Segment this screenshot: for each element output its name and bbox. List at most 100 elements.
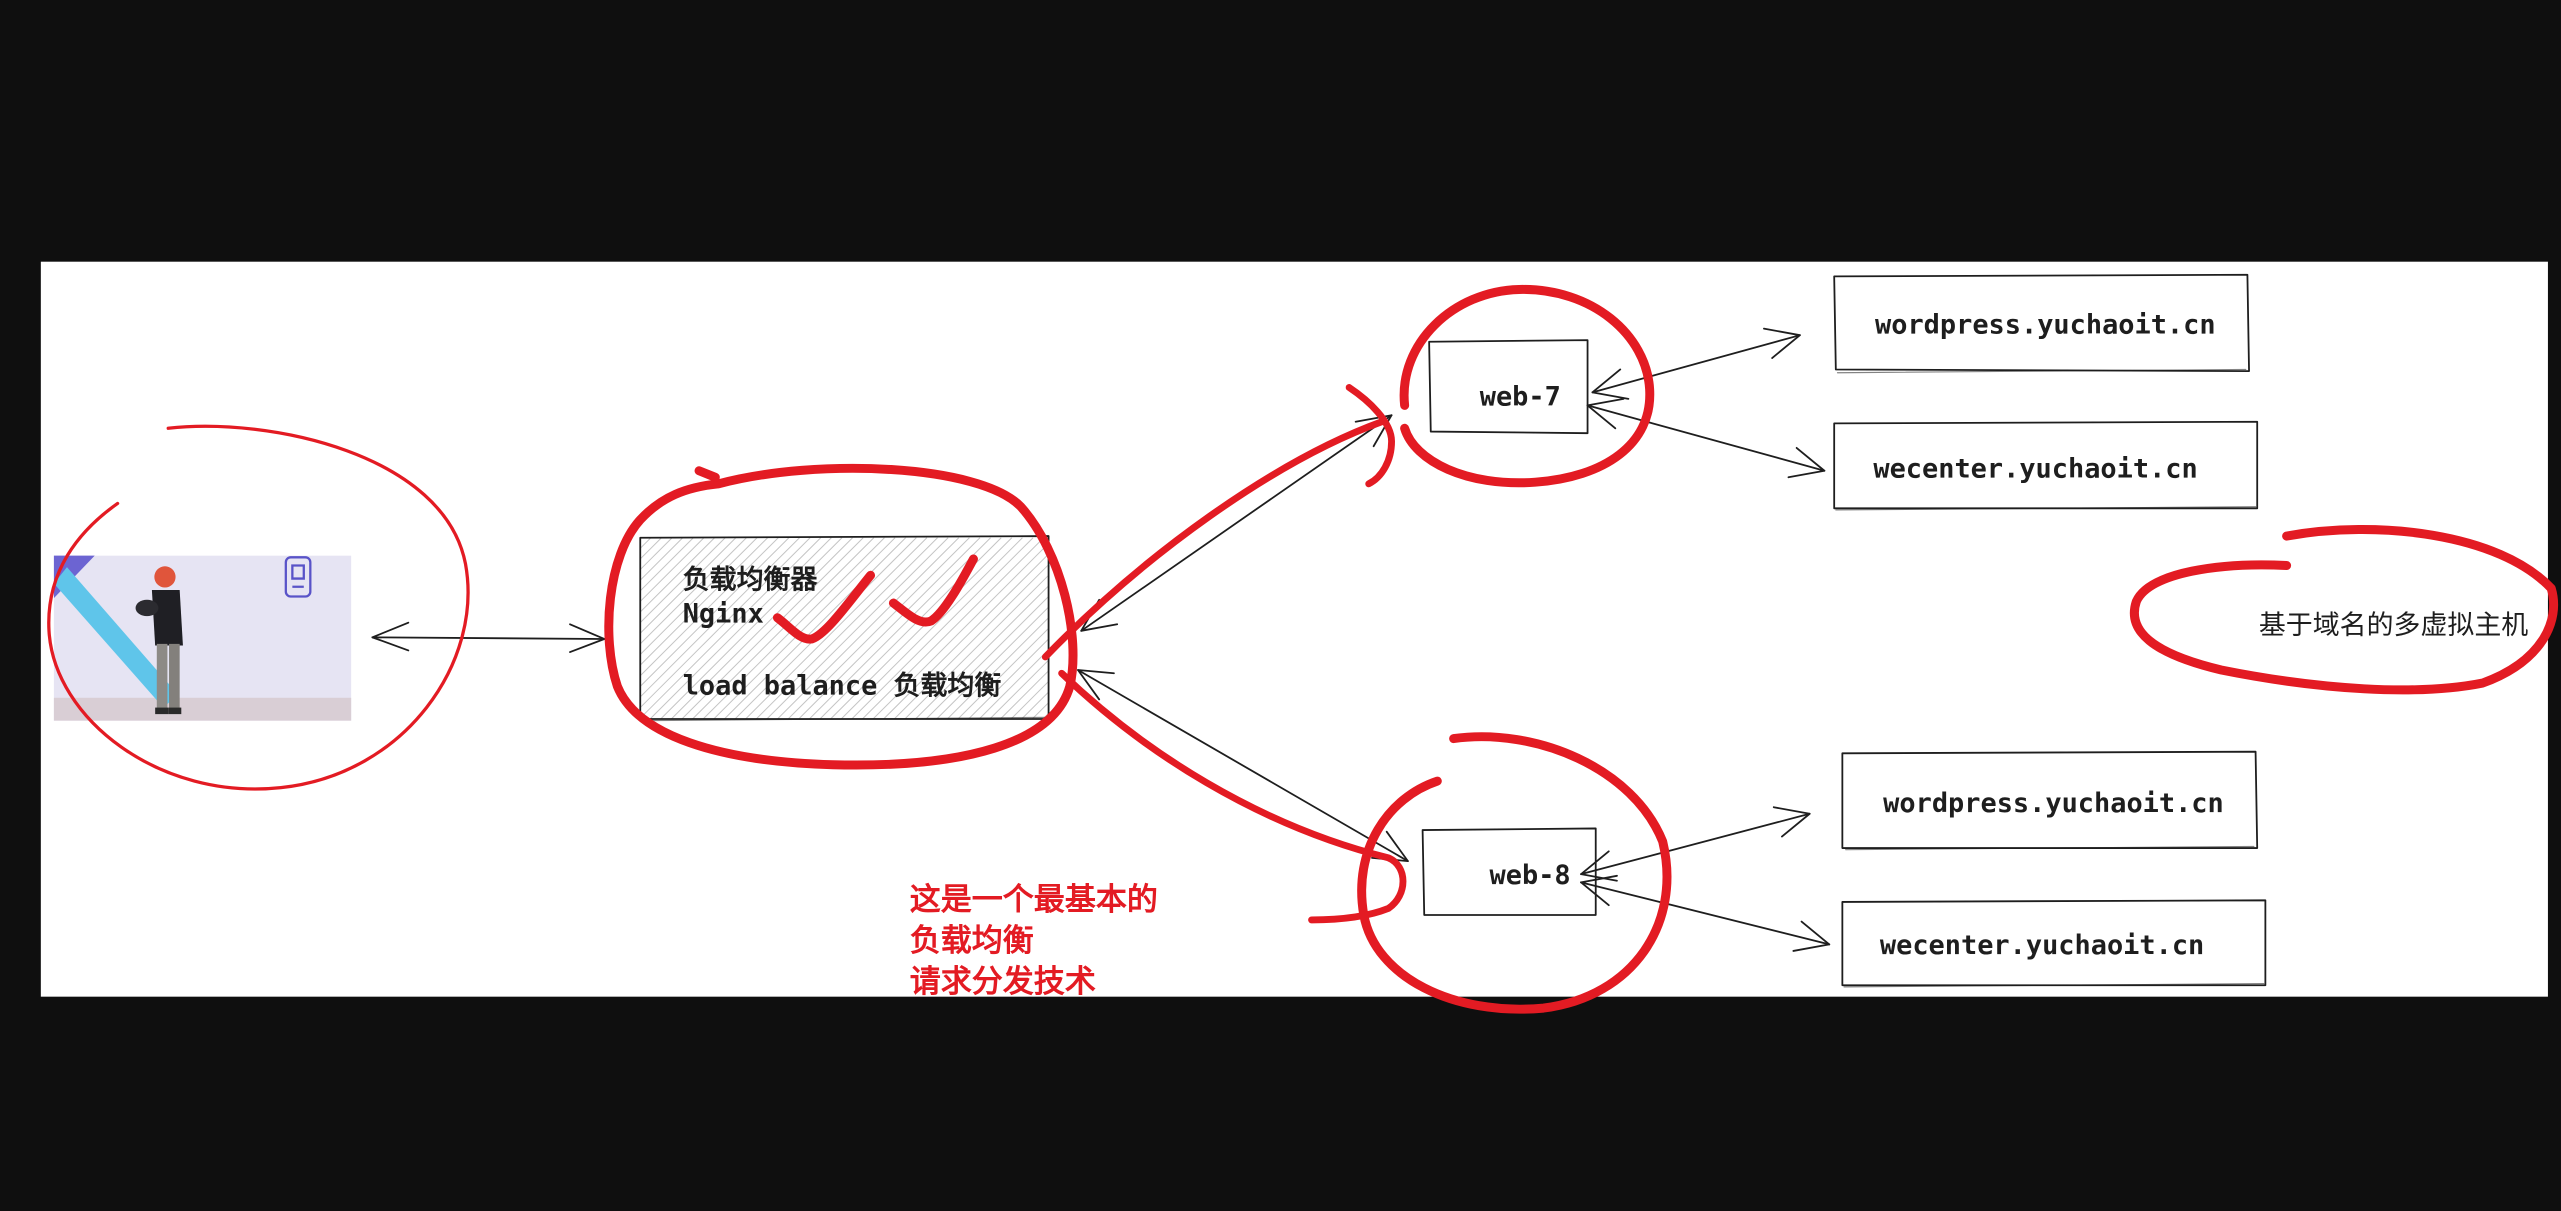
hatch-line [1021, 691, 1049, 720]
hatch-line [957, 628, 1049, 720]
presenter-torso [151, 589, 183, 646]
web7-box [1428, 339, 1589, 435]
web7-node: web-7 [1428, 339, 1589, 435]
arrow-head-left [371, 621, 410, 652]
summary-note-line: 这是一个最基本的 [910, 882, 1158, 918]
client-highlight-circle [47, 424, 470, 791]
client-lb-double-arrow [371, 621, 606, 653]
web7-wordpress-arrow [1591, 327, 1801, 400]
web8-site-wecenter: wecenter.yuchaoit.cn [1841, 899, 2267, 988]
hatch-line [978, 649, 1049, 720]
hatch-line [692, 537, 875, 720]
web8-site-wordpress: wordpress.yuchaoit.cn [1841, 750, 2259, 851]
hatch-line [808, 537, 991, 720]
hatch-line [639, 537, 726, 623]
lb-web7-red-path [1041, 384, 1395, 661]
arrow-shaft [371, 636, 606, 640]
red-arrow-hook [1345, 384, 1395, 488]
vhost-note: 基于域名的多虚拟主机 [2259, 610, 2528, 641]
hatch-line [872, 543, 1049, 720]
summary-note-line: 负载均衡 [910, 923, 1034, 959]
site-domain-label: wecenter.yuchaoit.cn [1880, 930, 2204, 961]
site-box-sketch [1845, 845, 2255, 851]
web8-node: web-8 [1421, 827, 1597, 916]
approval-checkmarks [772, 554, 978, 644]
hatch-line [745, 537, 928, 720]
hatch-line [946, 617, 1049, 720]
load-balancer-title: 负载均衡器 [683, 564, 819, 595]
arrow-head-end [1787, 446, 1826, 479]
summary-note: 这是一个最基本的 负载均衡 请求分发技术 [910, 882, 1158, 1000]
web8-label: web-8 [1490, 860, 1571, 891]
hatch-line [649, 537, 832, 720]
presenter-leg-left [156, 643, 168, 710]
arrow-shaft [1580, 881, 1831, 946]
hatch-line [713, 537, 896, 720]
hatch-line [639, 537, 715, 613]
arrow-head-end [1772, 806, 1811, 838]
logo-mark [291, 564, 305, 588]
arrow-shaft [1077, 669, 1409, 863]
hatch-line [968, 638, 1049, 720]
red-connector-stroke [1041, 418, 1386, 661]
thumbnail-floor [53, 697, 352, 721]
arrow-shaft [1580, 812, 1811, 876]
arrow-head-lb-end [1077, 669, 1115, 701]
site-box [1833, 273, 2250, 373]
web8-wecenter-arrow [1580, 874, 1831, 952]
presenter-leg-right [169, 643, 180, 710]
hatch-line [915, 585, 1049, 720]
presenter-arm [135, 599, 159, 617]
arrow-head-right [569, 623, 606, 653]
hatch-line [830, 537, 1013, 720]
hatch-line [755, 537, 938, 720]
presenter-shoe-left [155, 707, 169, 715]
hatch-line [639, 537, 747, 645]
arrow-head-end [1792, 920, 1831, 952]
hatch-line [639, 537, 822, 719]
hatch-line [893, 564, 1049, 720]
load-balancer-software: Nginx [683, 599, 764, 630]
arrow-shaft [1080, 414, 1393, 632]
hatch-line [639, 537, 768, 666]
hatch-line [851, 537, 1034, 720]
hatch-line [639, 537, 652, 549]
web7-label: web-7 [1480, 381, 1561, 412]
presenter-video-thumbnail [53, 555, 352, 721]
hatch-line [639, 537, 662, 560]
site-domain-label: wordpress.yuchaoit.cn [1883, 788, 2224, 819]
site-box-sketch [1836, 368, 2247, 374]
hatch-line [862, 537, 1045, 720]
arrow-head-web7-end [1354, 414, 1393, 448]
hatch-line [639, 537, 779, 677]
hatch-line [724, 537, 907, 720]
site-box [1841, 750, 2259, 849]
hatch-line [777, 537, 960, 720]
web7-site-wordpress: wordpress.yuchaoit.cn [1833, 273, 2250, 374]
web8-highlight-circle [1357, 732, 1672, 1014]
web7-highlight-circle [1399, 284, 1655, 488]
highlight-start-tick [694, 466, 720, 482]
hatch-line [639, 537, 684, 581]
logo-frame [284, 556, 312, 598]
thumbnail-cyan-stripe [53, 567, 179, 708]
site-domain-label: wecenter.yuchaoit.cn [1873, 453, 2197, 484]
hatch-line [989, 659, 1049, 720]
hatch-line [1000, 670, 1049, 720]
presenter-figure [135, 566, 183, 715]
highlight-circle [604, 463, 1078, 770]
load-balancer-caption: load balance 负载均衡 [683, 671, 1002, 702]
hatch-line [660, 537, 843, 720]
hatch-line [681, 537, 864, 720]
site-box-sketch [1835, 506, 2257, 511]
load-balancer-highlight [604, 463, 1078, 770]
whiteboard-canvas[interactable] [40, 261, 2548, 997]
site-box [1841, 899, 2267, 987]
hatch-line [670, 537, 853, 720]
load-balancer-box-sketch [641, 716, 1048, 722]
arrow-head-start [1580, 874, 1618, 907]
hatch-line [798, 537, 981, 720]
hatch-line [639, 537, 790, 687]
hatch-line [1010, 681, 1049, 720]
